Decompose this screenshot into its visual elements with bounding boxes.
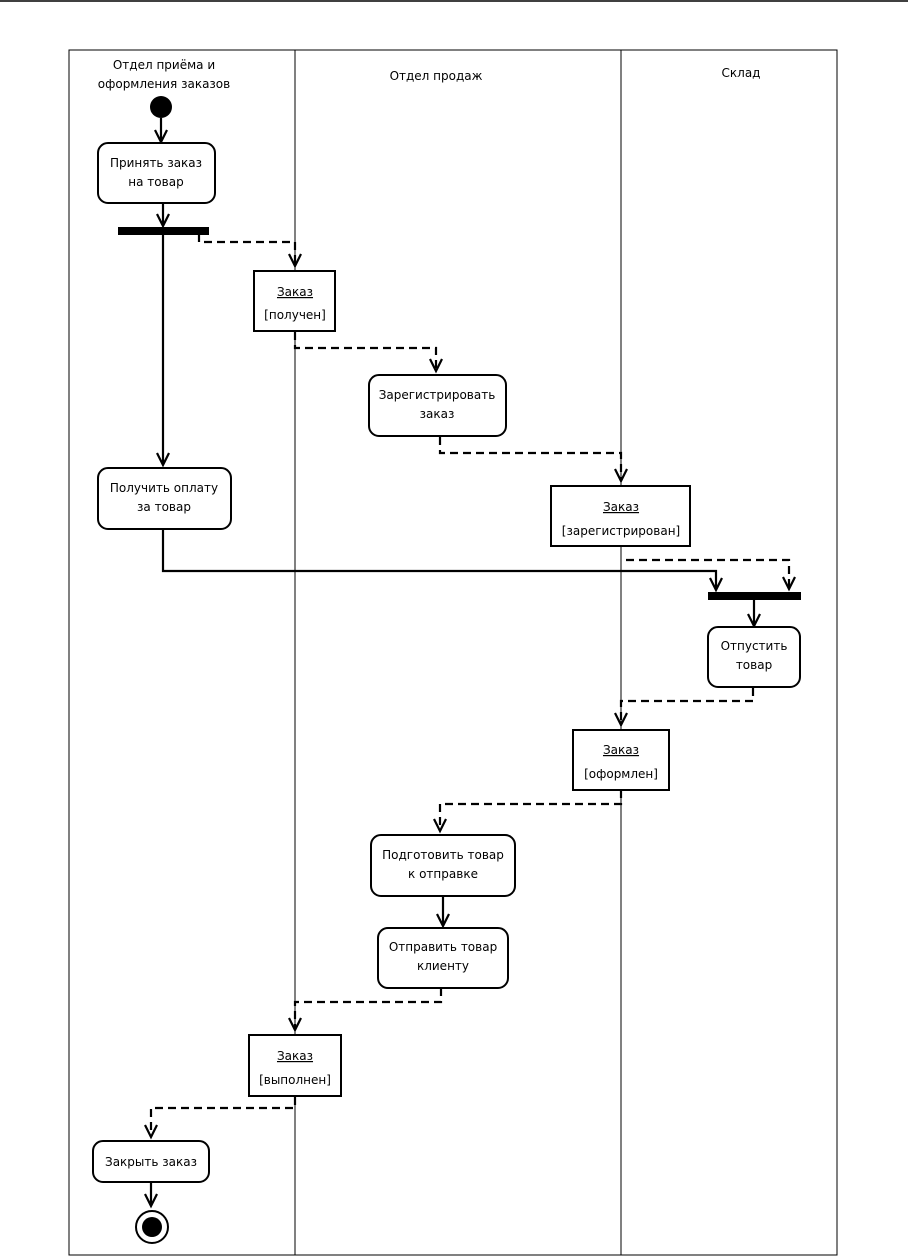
join-bar: [708, 592, 801, 600]
flow-accept-to-fork: [157, 204, 169, 226]
flow-prepare-to-send: [437, 897, 449, 926]
objflow-register-to-registered: [440, 437, 621, 481]
objflow-fork-to-received: [199, 234, 295, 266]
object-order-registered-name: Заказ: [603, 500, 639, 514]
flow-close-to-end: [145, 1183, 157, 1206]
activity-register-order-line2: заказ: [420, 407, 455, 421]
objflow-send-to-completed: [295, 988, 441, 1030]
object-order-issued-state: [оформлен]: [584, 767, 658, 781]
objflow-release-to-issued: [621, 688, 753, 725]
object-order-issued-name: Заказ: [603, 743, 639, 757]
activity-receive-payment-line1: Получить оплату: [110, 481, 218, 495]
activity-close-order: Закрыть заказ: [93, 1141, 209, 1182]
control-flows: [145, 118, 760, 1206]
activity-register-order: Зарегистрировать заказ: [369, 375, 506, 436]
activity-receive-payment: Получить оплату за товар: [98, 468, 231, 529]
activity-send-goods-line1: Отправить товар: [389, 940, 497, 954]
activity-send-goods-line2: клиенту: [417, 959, 469, 973]
lane-title-reception-line2: оформления заказов: [98, 77, 230, 91]
final-node: [136, 1211, 168, 1243]
object-order-received: Заказ [получен]: [254, 271, 335, 331]
object-order-registered: Заказ [зарегистрирован]: [551, 486, 690, 546]
object-order-received-state: [получен]: [264, 308, 326, 322]
objflow-completed-to-close: [151, 1097, 295, 1137]
objflow-registered-to-join: [626, 560, 789, 589]
activity-prepare-shipment: Подготовить товар к отправке: [371, 835, 515, 896]
object-order-issued: Заказ [оформлен]: [573, 730, 669, 790]
flow-join-to-release: [748, 600, 760, 626]
object-flows: [145, 234, 795, 1137]
object-order-received-name: Заказ: [277, 285, 313, 299]
object-order-registered-state: [зарегистрирован]: [562, 524, 680, 538]
flow-start-to-accept: [155, 118, 167, 142]
activity-release-goods-line1: Отпустить: [721, 639, 788, 653]
activity-prepare-shipment-line1: Подготовить товар: [382, 848, 504, 862]
activity-close-order-label: Закрыть заказ: [105, 1155, 197, 1169]
activity-release-goods-line2: товар: [736, 658, 772, 672]
activity-accept-order-line1: Принять заказ: [110, 156, 202, 170]
activity-register-order-line1: Зарегистрировать: [379, 388, 496, 402]
activity-accept-order-line2: на товар: [128, 175, 183, 189]
lane-title-reception-line1: Отдел приёма и: [113, 58, 215, 72]
activity-prepare-shipment-line2: к отправке: [408, 867, 478, 881]
activity-accept-order: Принять заказ на товар: [98, 143, 215, 203]
activity-release-goods: Отпустить товар: [708, 627, 800, 687]
lane-title-sales: Отдел продаж: [390, 69, 483, 83]
activity-receive-payment-line2: за товар: [137, 500, 191, 514]
object-order-completed-state: [выполнен]: [259, 1073, 331, 1087]
lane-title-warehouse: Склад: [722, 66, 761, 80]
object-order-completed-name: Заказ: [277, 1049, 313, 1063]
flow-fork-to-payment: [157, 235, 169, 465]
object-order-completed: Заказ [выполнен]: [249, 1035, 341, 1096]
objflow-issued-to-prepare: [440, 790, 621, 831]
objflow-received-to-register: [295, 332, 436, 371]
fork-bar: [118, 227, 209, 235]
activity-send-goods: Отправить товар клиенту: [378, 928, 508, 988]
initial-node: [150, 96, 172, 118]
